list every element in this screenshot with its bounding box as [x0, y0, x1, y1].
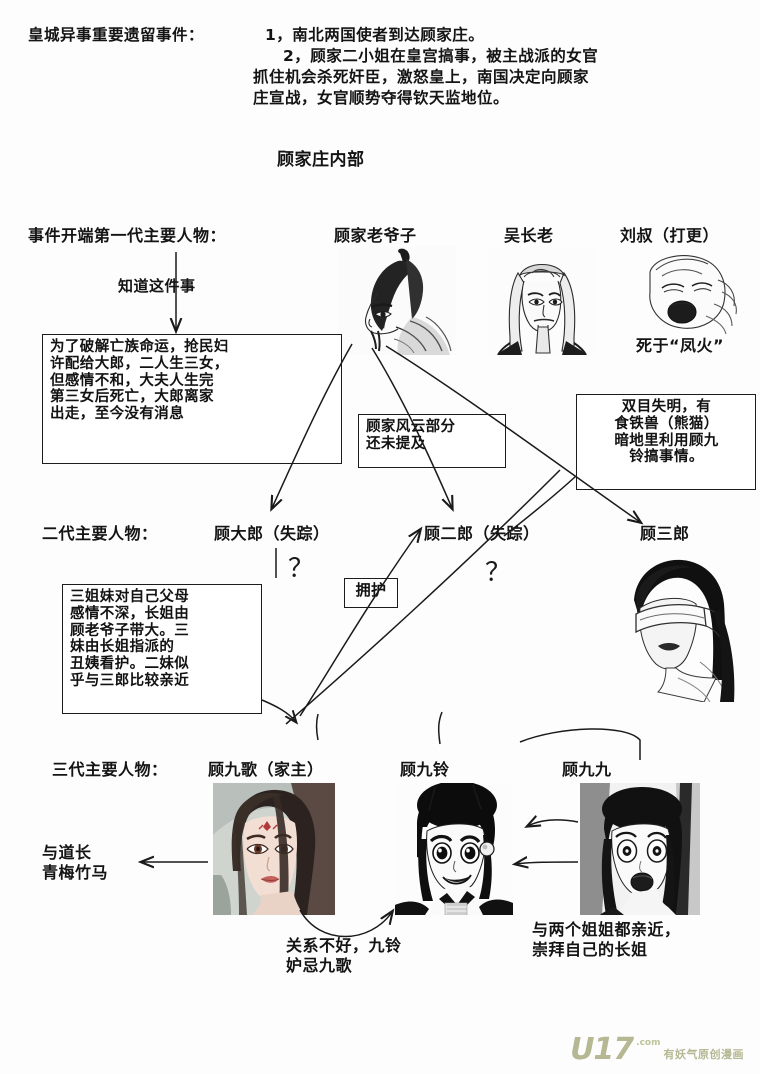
gu-jiujiu-portrait: [580, 783, 700, 915]
gen3-person-0-name: 顾九歌（家主）: [208, 760, 324, 779]
gen2-box-support: 拥护: [344, 578, 398, 608]
watermark-domain: .com: [636, 1038, 661, 1048]
gu-family-elder-portrait: [338, 247, 456, 355]
gu-sanlang-portrait: [600, 552, 740, 702]
gen2-row-label: 二代主要人物：: [42, 524, 158, 543]
gen2-person-2-name: 顾三郎: [640, 524, 690, 543]
gen3-row-label: 三代主要人物：: [52, 760, 168, 779]
gen1-person-2-name: 刘叔（打更）: [620, 226, 720, 245]
header-item-3: 抓住机会杀死奸臣，激怒皇上，南国决定向顾家: [253, 68, 590, 86]
header-item-2: 2，顾家二小姐在皇宫搞事，被主战派的女官: [283, 47, 599, 65]
gen1-know-note: 知道这件事: [118, 277, 196, 295]
gen2-box-left: 三姐妹对自己父母 感情不深，长姐由 顾老爷子带大。三 妹由长姐指派的 丑姨看护。…: [62, 584, 262, 714]
gen1-row-label: 事件开端第一代主要人物：: [28, 226, 227, 245]
gen1-box-left: 为了破解亡族命运，抢民妇 许配给大郎，二人生三女， 但感情不和，大夫人生完 第三…: [42, 334, 342, 464]
gen3-note-bottom: 关系不好，九铃 妒忌九歌: [286, 936, 402, 975]
arrow-support-to-guerlang: [299, 530, 420, 717]
gen3-note-right: 与两个姐姐都亲近， 崇拜自己的长姐: [532, 920, 681, 959]
gu-jiuge-portrait: [213, 783, 335, 915]
header-title-prefix: 皇城异事重要遗留事件：: [28, 26, 205, 44]
uncle-liu-portrait: [636, 250, 746, 336]
gen2-person-0-name: 顾大郎（失踪）: [214, 524, 330, 543]
arrow-jiujiu-to-jiuge: [528, 820, 579, 826]
header-item-4: 庄宣战，女官顺势夺得钦天监地位。: [253, 89, 510, 107]
line-jiuge-stub: [315, 713, 319, 741]
line-jiuling-stub: [437, 711, 443, 745]
gen1-box-right: 双目失明，有 食铁兽（熊猫） 暗地里利用顾九 铃搞事情。: [576, 394, 756, 490]
watermark-tagline: 有妖气原创漫画: [663, 1048, 744, 1061]
section-title: 顾家庄内部: [277, 150, 365, 170]
gu-jiuling-portrait: [395, 783, 513, 915]
elder-wu-portrait: [488, 247, 596, 355]
gen1-person-0-name: 顾家老爷子: [334, 226, 417, 245]
gen3-note-left: 与道长 青梅竹马: [42, 843, 109, 882]
watermark-brand: U17: [570, 1031, 634, 1067]
gen2-person-0-marker: ？: [288, 554, 315, 584]
gen3-person-2-name: 顾九九: [562, 760, 612, 779]
gen3-person-1-name: 顾九铃: [400, 760, 450, 779]
gen1-person-1-name: 吴长老: [504, 226, 554, 245]
uncle-liu-death-caption: 死于“凤火”: [636, 336, 725, 355]
gen2-person-1-marker: ？: [485, 558, 512, 588]
watermark: U17 .com 有妖气原创漫画: [570, 1031, 744, 1067]
line-cross-lower-left: [285, 469, 561, 725]
line-jiujiu-bracket: [519, 728, 641, 760]
arrow-jiujiu-to-jiuling: [516, 862, 579, 864]
header-item-1: 1，南北两国使者到达顾家庄。: [265, 26, 485, 44]
arrow-sisters-note: [261, 699, 296, 722]
gen2-person-1-name: 顾二郎（失踪）: [424, 524, 540, 543]
gen1-box-mid: 顾家风云部分 还未提及: [358, 414, 506, 468]
